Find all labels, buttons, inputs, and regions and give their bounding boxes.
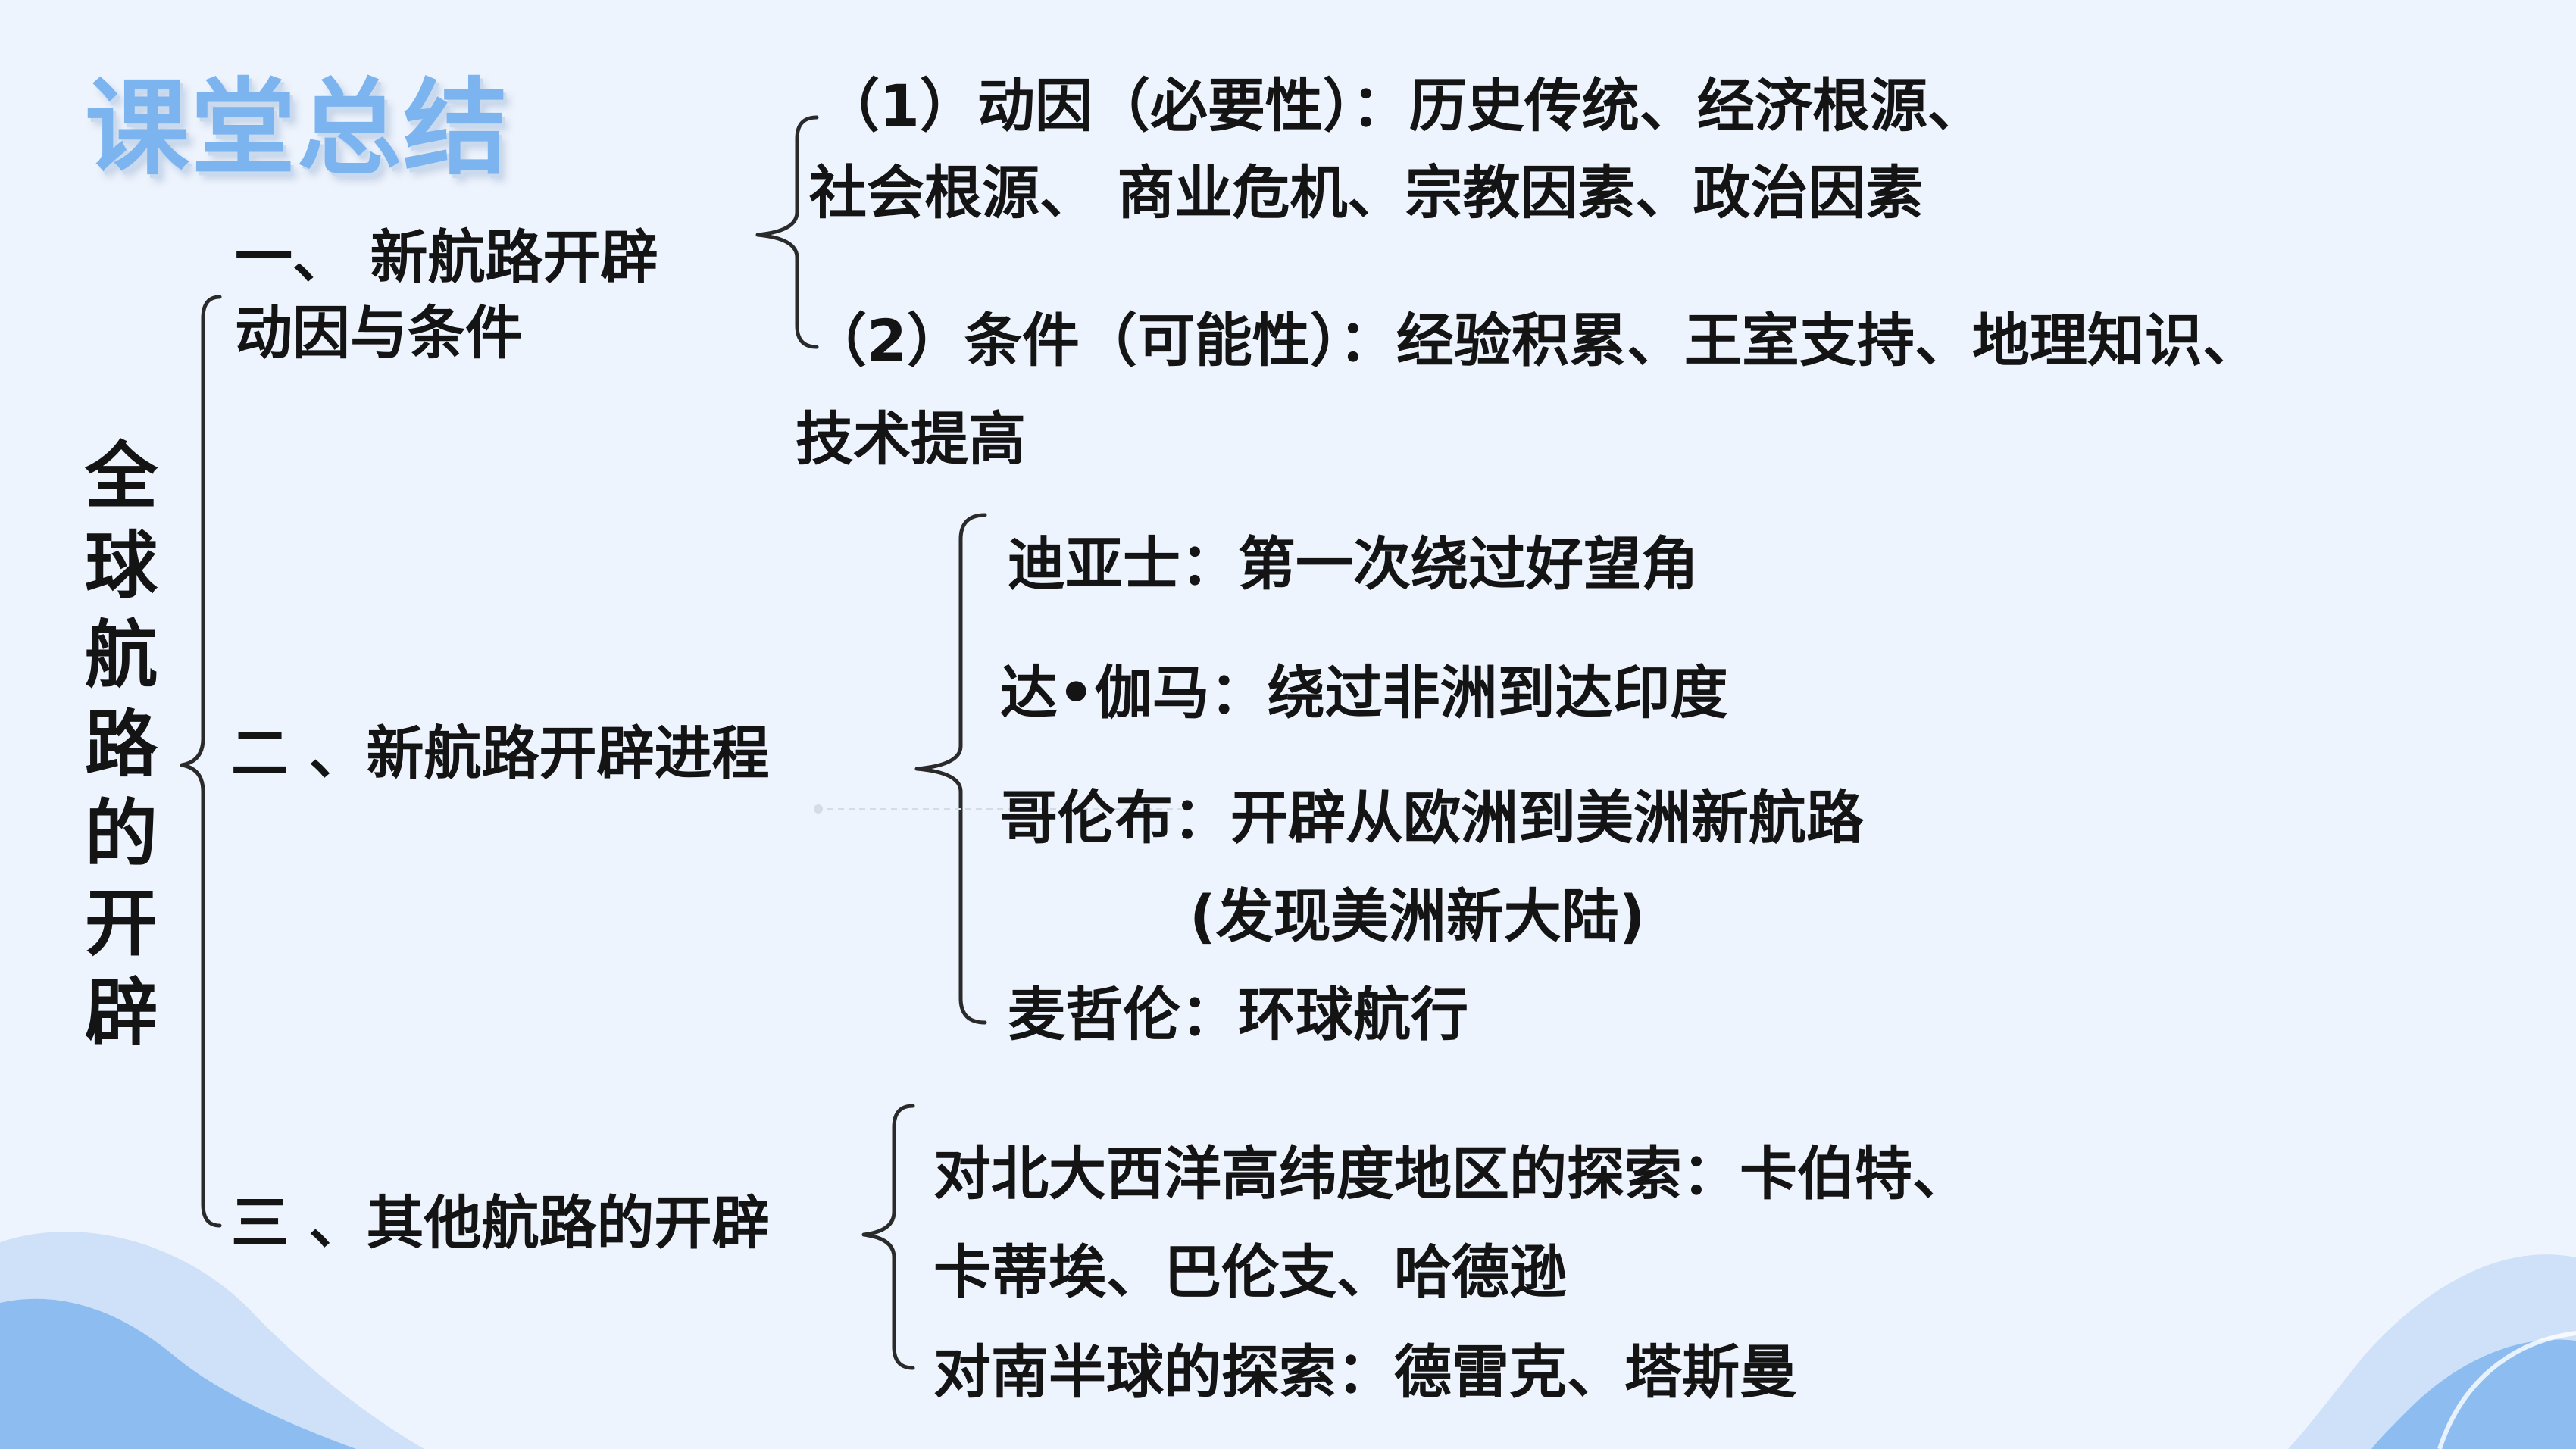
section3-heading: 三 、其他航路的开辟 [231,1189,770,1257]
wave-bottom-right-curl [2437,1331,2576,1449]
main-bracket [180,295,222,1228]
wave-bottom-left-dark [0,1298,356,1449]
section3-item2: 对南半球的探索：德雷克、塔斯曼 [933,1338,1797,1406]
section3-item1-line1: 对北大西洋高纬度地区的探索：卡伯特、 [933,1140,1970,1207]
section2-item-columbus-note: (发现美洲新大陆) [1190,882,1646,950]
section1-item1-line1: （1）动因（必要性）：历史传统、经济根源、 [822,72,1985,139]
section1-item2-line2: 技术提高 [796,405,1026,473]
section1-bracket [755,115,819,349]
wave-bottom-right-dark [2371,1339,2576,1449]
section2-bracket [914,513,987,1025]
section2-item-magellan: 麦哲伦：环球航行 [1008,981,1468,1048]
section3-bracket [861,1104,915,1370]
section2-item-columbus: 哥伦布：开辟从欧洲到美洲新航路 [1000,784,1864,851]
section3-item1-line2: 卡蒂埃、巴伦支、哈德逊 [933,1238,1567,1306]
main-topic-vertical: 全球航路的开辟 [85,434,158,1055]
guide-dot [814,804,823,814]
section1-heading-line2: 动因与条件 [235,299,523,367]
section1-heading-line1: 一、 新航路开辟 [235,223,658,291]
section1-item2-line1: （2）条件（可能性）：经验积累、王室支持、地理知识、 [809,307,2260,374]
section2-item-da-gama: 达•伽马：绕过非洲到达印度 [1000,659,1728,726]
section2-item-dias: 迪亚士：第一次绕过好望角 [1008,530,1699,598]
slide-title: 课堂总结 [85,67,510,189]
section1-item1-line2: 社会根源、 商业危机、宗教因素、政治因素 [809,159,1924,226]
section2-heading: 二 、新航路开辟进程 [231,720,770,787]
